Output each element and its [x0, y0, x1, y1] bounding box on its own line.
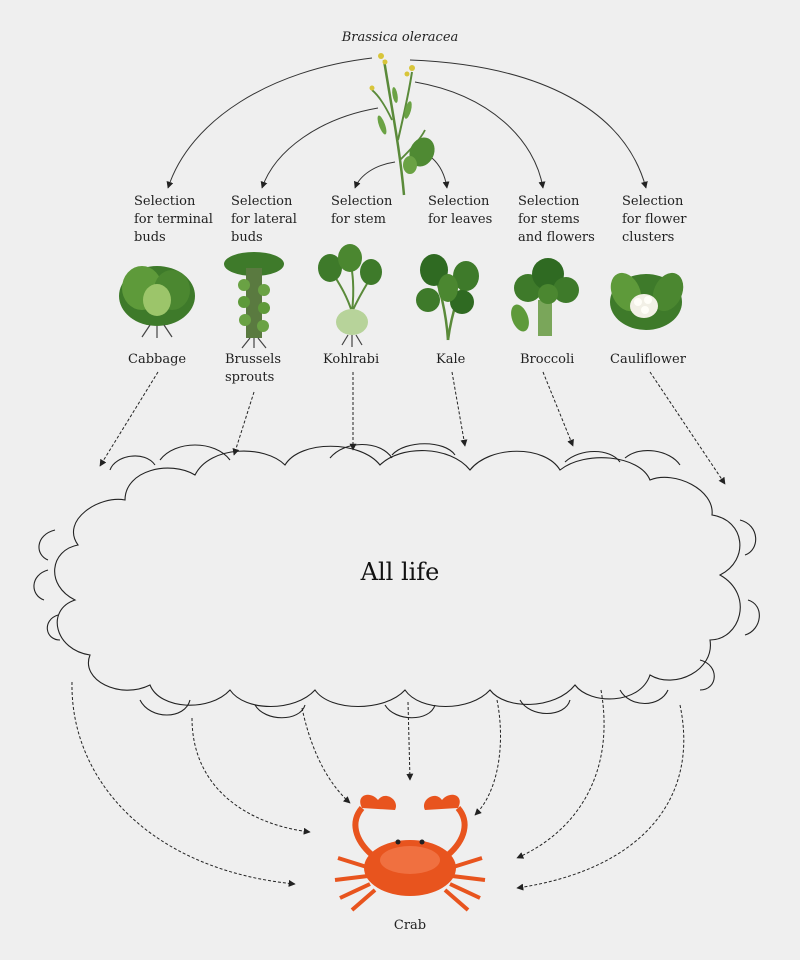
kale-icon: [416, 254, 479, 341]
selection-label-flower-clusters: Selection for flower clusters: [622, 194, 687, 245]
selection-label-stem: Selection for stem: [331, 194, 393, 227]
arrow-to-broccoli-selection: [414, 81, 546, 189]
arrow-cabbage-to-cloud: [99, 371, 159, 467]
kohlrabi-icon: [318, 244, 382, 347]
arrow-cloud-to-crab-5: [474, 699, 501, 816]
veg-to-cloud-arrows: [99, 371, 726, 485]
crab-label: Crab: [393, 918, 427, 933]
vegetable-label-cauliflower: Cauliflower: [610, 352, 686, 367]
selection-label-stems-flowers: Selection for stems and flowers: [518, 194, 595, 245]
selection-label-leaves: Selection for leaves: [428, 194, 493, 227]
cabbage-icon: [119, 266, 195, 338]
arrow-to-cauliflower-selection: [409, 59, 648, 189]
source-plant-name: Brassica oleracea: [341, 30, 459, 45]
vegetable-label-kale: Kale: [436, 352, 466, 367]
all-life-cloud: [33, 443, 760, 719]
broccoli-icon: [511, 258, 579, 336]
selection-label-terminal-buds: Selection for terminal buds: [134, 194, 213, 245]
crab-icon: [334, 794, 486, 912]
cauliflower-icon: [610, 272, 684, 330]
vegetable-label-cabbage: Cabbage: [128, 352, 187, 367]
selection-label-lateral-buds: Selection for lateral buds: [231, 194, 297, 245]
arrow-cloud-to-crab-2: [191, 717, 311, 835]
cloud-to-crab-arrows: [71, 681, 685, 891]
cloud-label: All life: [360, 558, 440, 586]
arrow-to-kale-selection: [431, 157, 450, 189]
arrow-cloud-to-crab-3: [301, 707, 351, 804]
arrow-kale-to-cloud: [451, 371, 468, 447]
arrow-to-cabbage-selection: [166, 57, 373, 189]
selection-arrows: [166, 57, 648, 189]
arrow-to-kohlrabi-selection: [354, 161, 396, 189]
arrow-cloud-to-crab-1: [71, 681, 296, 887]
arrow-broccoli-to-cloud: [542, 371, 574, 447]
brassica-plant-icon: [369, 53, 435, 196]
brussels-sprouts-icon: [224, 252, 284, 349]
arrow-cloud-to-crab-7: [516, 704, 685, 891]
arrow-brussels-to-cloud: [232, 391, 255, 456]
arrow-cloud-to-crab-6: [516, 689, 605, 859]
arrow-cauliflower-to-cloud: [649, 371, 726, 485]
vegetable-label-kohlrabi: Kohlrabi: [323, 352, 380, 367]
vegetable-label-broccoli: Broccoli: [520, 352, 575, 367]
arrow-cloud-to-crab-4: [406, 701, 414, 781]
arrow-to-brussels-selection: [260, 107, 379, 189]
vegetable-label-brussels-sprouts: Brussels sprouts: [225, 352, 282, 385]
